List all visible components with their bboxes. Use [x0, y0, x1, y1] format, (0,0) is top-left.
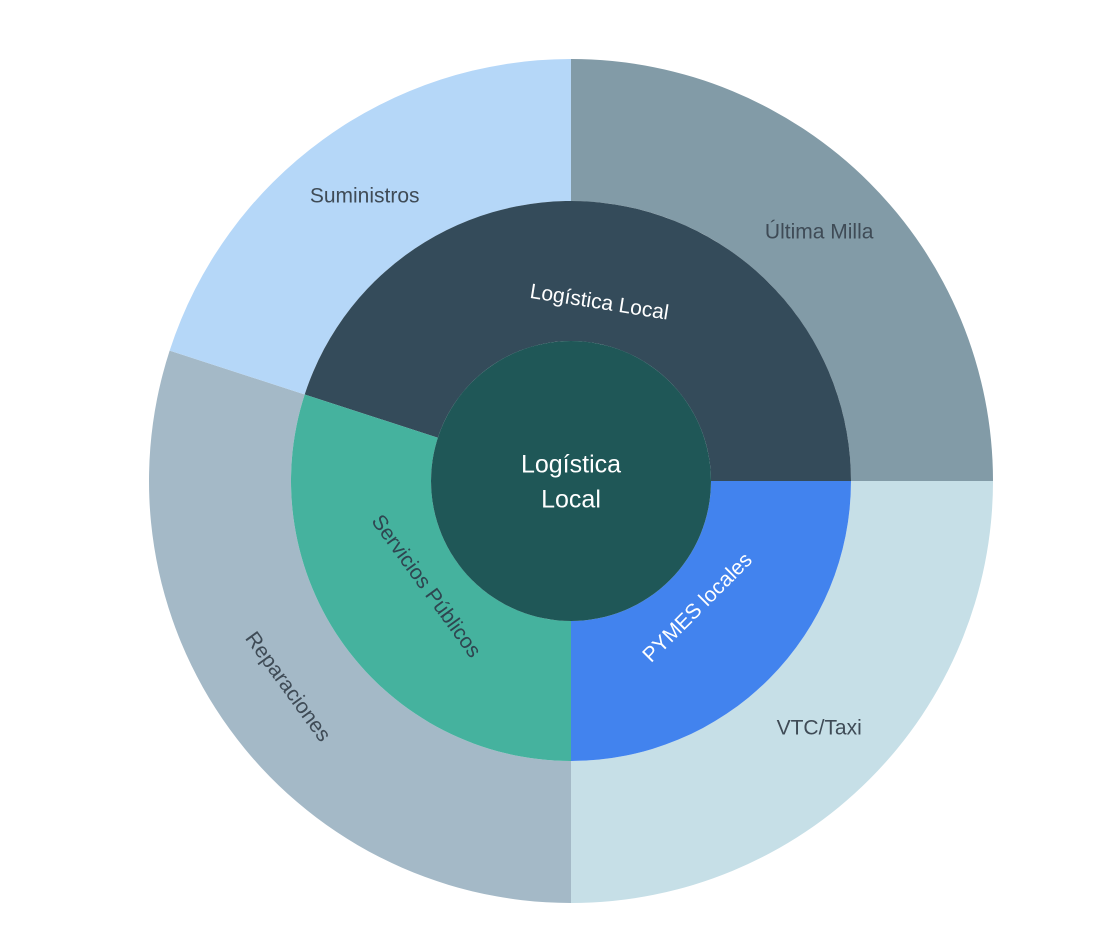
- middle-segment-logistica-local[interactable]: [304, 201, 851, 481]
- center-label-line-2: Local: [541, 486, 601, 514]
- outer-label-vtc-taxi: VTC/Taxi: [777, 717, 862, 740]
- center-node[interactable]: Logística Local: [431, 341, 711, 621]
- center-circle[interactable]: [431, 341, 711, 621]
- outer-ring: [148, 59, 993, 903]
- outer-label-ultima-milla: Última Milla: [765, 220, 874, 243]
- center-label-line-1: Logística: [521, 451, 621, 479]
- outer-segment-ultima-milla[interactable]: [571, 59, 993, 481]
- outer-segment-vtc-taxi[interactable]: [571, 481, 993, 903]
- middle-segment-servicios-publicos[interactable]: [290, 394, 571, 761]
- middle-segment-pymes-locales[interactable]: [571, 481, 851, 761]
- middle-ring: [290, 201, 851, 761]
- outer-segment-suministros[interactable]: [169, 59, 571, 395]
- outer-segment-reparaciones[interactable]: [148, 350, 571, 903]
- outer-label-suministros: Suministros: [310, 185, 420, 208]
